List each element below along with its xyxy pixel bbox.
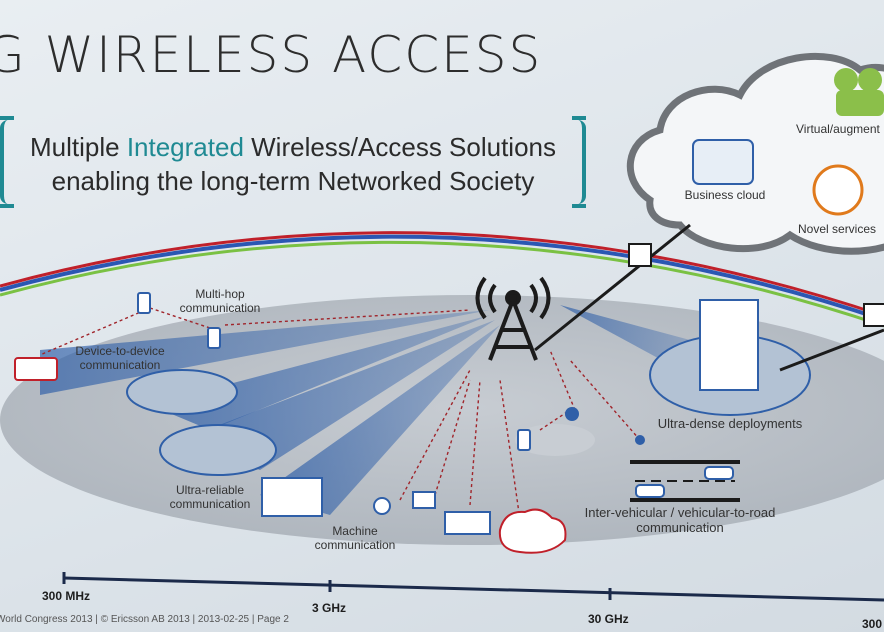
ultra-reliable-area [159, 424, 277, 476]
footer: World Congress 2013 | © Ericsson AB 2013… [0, 614, 289, 625]
page-title: G WIRELESS ACCESS [0, 26, 543, 84]
camera-icon [412, 491, 436, 509]
subtitle-box: Multiple Integrated Wireless/Access Solu… [0, 116, 586, 208]
ultra-reliable-label: Ultra-reliable communication [169, 483, 251, 511]
backhaul-link [534, 223, 691, 352]
fire-truck-icon [14, 357, 58, 381]
sensor-area [515, 424, 595, 456]
arc-green [0, 240, 884, 328]
backhaul-link-2 [779, 328, 884, 372]
router-icon-2 [863, 303, 884, 327]
freq-30ghz: 30 GHz [588, 612, 629, 626]
factory-icon [261, 477, 323, 517]
subtitle-text-a: Multiple [29, 132, 127, 162]
virtual-label: Virtual/augment [796, 122, 880, 136]
arc-red [0, 231, 884, 318]
d2d-label: Device-to-device communication [75, 344, 165, 372]
business-cloud-label: Business cloud [684, 188, 766, 202]
novel-services-label: Novel services [798, 222, 877, 236]
intervehicular-label-2: communication [636, 520, 724, 535]
freq-300mhz: 300 MHz [42, 589, 91, 603]
novel-services-icon [812, 164, 864, 216]
subtitle-text-b: Wireless/Access Solutions [243, 132, 557, 162]
road-sensor-icon [635, 435, 645, 445]
virtual-reality-icon [834, 68, 884, 116]
iot-cloud-icon [498, 508, 567, 554]
dashed-links [39, 307, 641, 521]
phone-icon [207, 327, 221, 349]
phone-icon [137, 292, 151, 314]
multihop-label: Multi-hop communication [179, 287, 261, 315]
machine-label: Machine communication [314, 524, 396, 552]
router-icon [628, 243, 652, 267]
ship-icon [444, 511, 491, 535]
road [630, 460, 740, 502]
building-icon [699, 299, 759, 391]
arc-blue [0, 234, 884, 322]
freq-300: 300 [862, 617, 883, 631]
meter-icon [373, 497, 391, 515]
intervehicular-label-1: Inter-vehicular / vehicular-to-road [584, 505, 776, 520]
cell-tower-icon [475, 276, 551, 361]
business-cloud-icon [692, 139, 754, 185]
subtitle-line2: enabling the long-term Networked Society [51, 166, 535, 196]
d2d-area [126, 369, 238, 415]
freq-3ghz: 3 GHz [312, 601, 347, 615]
frequency-axis [63, 576, 884, 602]
subtitle: Multiple Integrated Wireless/Access Solu… [14, 130, 572, 198]
ultra-dense-label: Ultra-dense deployments [657, 416, 803, 431]
sensor-icon [565, 407, 579, 421]
phone-icon [517, 429, 531, 451]
subtitle-highlight: Integrated [126, 132, 244, 162]
